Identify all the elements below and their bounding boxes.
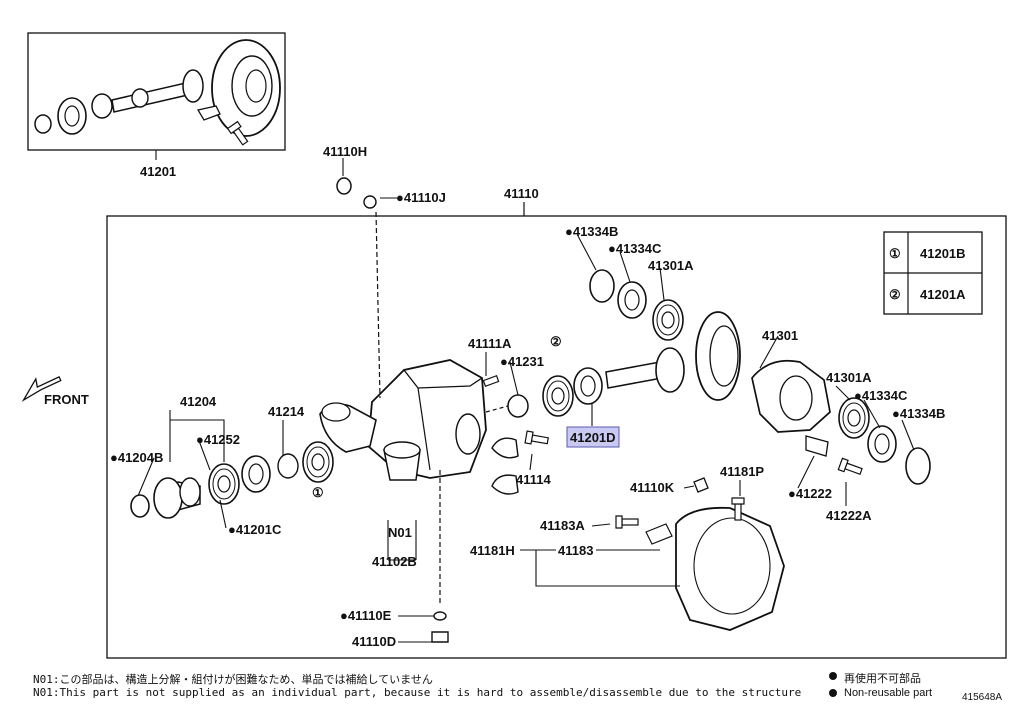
label-41201C[interactable]: ●41201C [228,522,282,537]
differential-case [695,311,931,485]
highlight-part-label[interactable]: 41201D [570,430,616,445]
label-41110J[interactable]: ●41110J [396,190,446,205]
label-41252[interactable]: ●41252 [196,432,240,447]
assembly-frame [106,215,1007,659]
label-41222A[interactable]: 41222A [826,508,872,523]
carrier-housing [319,359,487,481]
label-41204[interactable]: 41204 [180,394,217,409]
rear-cover [615,477,785,631]
label-41110H[interactable]: 41110H [323,144,367,159]
callout-2: ② [550,334,562,349]
note-en: N01:This part is not supplied as an indi… [33,686,802,699]
front-label: FRONT [44,392,89,407]
label-41334C-right[interactable]: ●41334C [854,388,908,403]
legend-dot-icon-2 [829,689,837,697]
legend-jp: 再使用不可部品 [844,673,921,685]
label-41110E[interactable]: ●41110E [340,608,392,623]
legend-dot-icon [829,672,837,680]
label-41201[interactable]: 41201 [140,164,176,179]
label-41301[interactable]: 41301 [762,328,798,343]
label-41214[interactable]: 41214 [268,404,305,419]
label-41334C-top[interactable]: ●41334C [608,241,662,256]
label-41334B-top[interactable]: ●41334B [565,224,618,239]
table-ref-2: ② [889,287,901,302]
leader-lines [137,150,915,643]
bearing-caps [491,430,550,495]
label-41181P[interactable]: 41181P [720,464,764,479]
label-41110D[interactable]: 41110D [352,634,396,649]
breather-parts [336,177,377,209]
table-ref-1: ① [889,246,901,261]
label-41222[interactable]: ●41222 [788,486,832,501]
label-41183[interactable]: 41183 [558,543,593,558]
pinion-bearing-parts [482,347,685,418]
front-arrow-icon [21,376,62,402]
side-bearings-top [589,269,684,341]
note-jp: N01:この部品は、構造上分解・組付けが困難なため、単品では補給していません [33,673,433,686]
label-41110K[interactable]: 41110K [630,480,675,495]
label-41110[interactable]: 41110 [504,186,539,201]
diagram-id: 415648A [962,692,1003,703]
label-41183A[interactable]: 41183A [540,518,585,533]
label-41204B[interactable]: ●41204B [110,450,163,465]
reference-table: ① 41201B ② 41201A [883,231,983,315]
inset-pinion-parts [34,39,281,148]
highlight-box [566,426,620,448]
label-41181H[interactable]: 41181H [470,543,515,558]
label-N01[interactable]: N01 [388,525,412,540]
label-41334B-right[interactable]: ●41334B [892,406,945,421]
label-41102B[interactable]: 41102B [372,554,417,569]
legend-en: Non-reusable part [844,687,933,699]
label-41114[interactable]: 41114 [516,472,551,487]
label-41301A-right[interactable]: 41301A [826,370,872,385]
flange-parts-left [130,441,334,519]
callout-1: ① [312,485,324,500]
table-part-1[interactable]: 41201B [920,246,966,261]
label-41231[interactable]: ●41231 [500,354,544,369]
drain-plug-parts [431,611,449,643]
table-part-2[interactable]: 41201A [920,287,966,302]
label-41111A[interactable]: 41111A [468,336,512,351]
label-41301A-top[interactable]: 41301A [648,258,694,273]
